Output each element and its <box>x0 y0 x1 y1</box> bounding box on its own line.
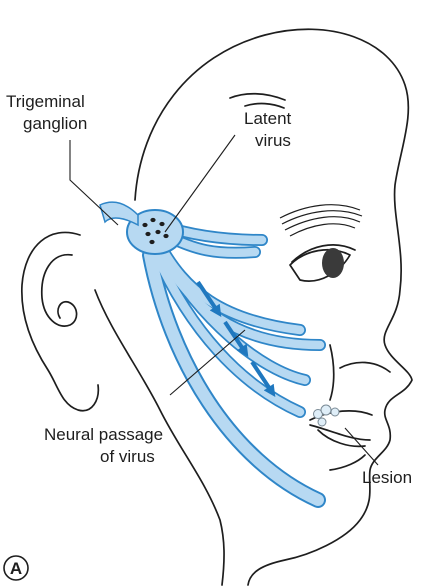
lesion-label: Lesion <box>362 468 412 487</box>
neural-passage-label: Neural passage of virus <box>44 425 168 466</box>
virus-particle <box>149 240 154 244</box>
eyebrow <box>280 205 362 236</box>
panel-marker-label: A <box>10 559 22 578</box>
forehead-line <box>230 94 285 100</box>
ear-outline <box>22 232 98 410</box>
virus-particle <box>150 218 155 222</box>
virus-particle <box>159 222 164 226</box>
ganglion-label: Trigeminal ganglion <box>6 92 89 133</box>
latent-leader <box>165 135 235 232</box>
virus-particle <box>142 223 147 227</box>
chin-line <box>330 455 365 470</box>
virus-particle <box>145 232 150 236</box>
latent-virus-label: Latent virus <box>244 109 296 150</box>
virus-particle <box>163 234 168 238</box>
nostril <box>340 362 390 372</box>
trigeminal-nerve <box>150 225 320 500</box>
lesion-blisters <box>314 405 340 426</box>
virus-particle <box>155 230 160 234</box>
cheek-line <box>330 345 334 400</box>
forehead-line-2 <box>245 104 284 108</box>
ear-inner <box>42 255 77 326</box>
eye <box>290 245 355 281</box>
